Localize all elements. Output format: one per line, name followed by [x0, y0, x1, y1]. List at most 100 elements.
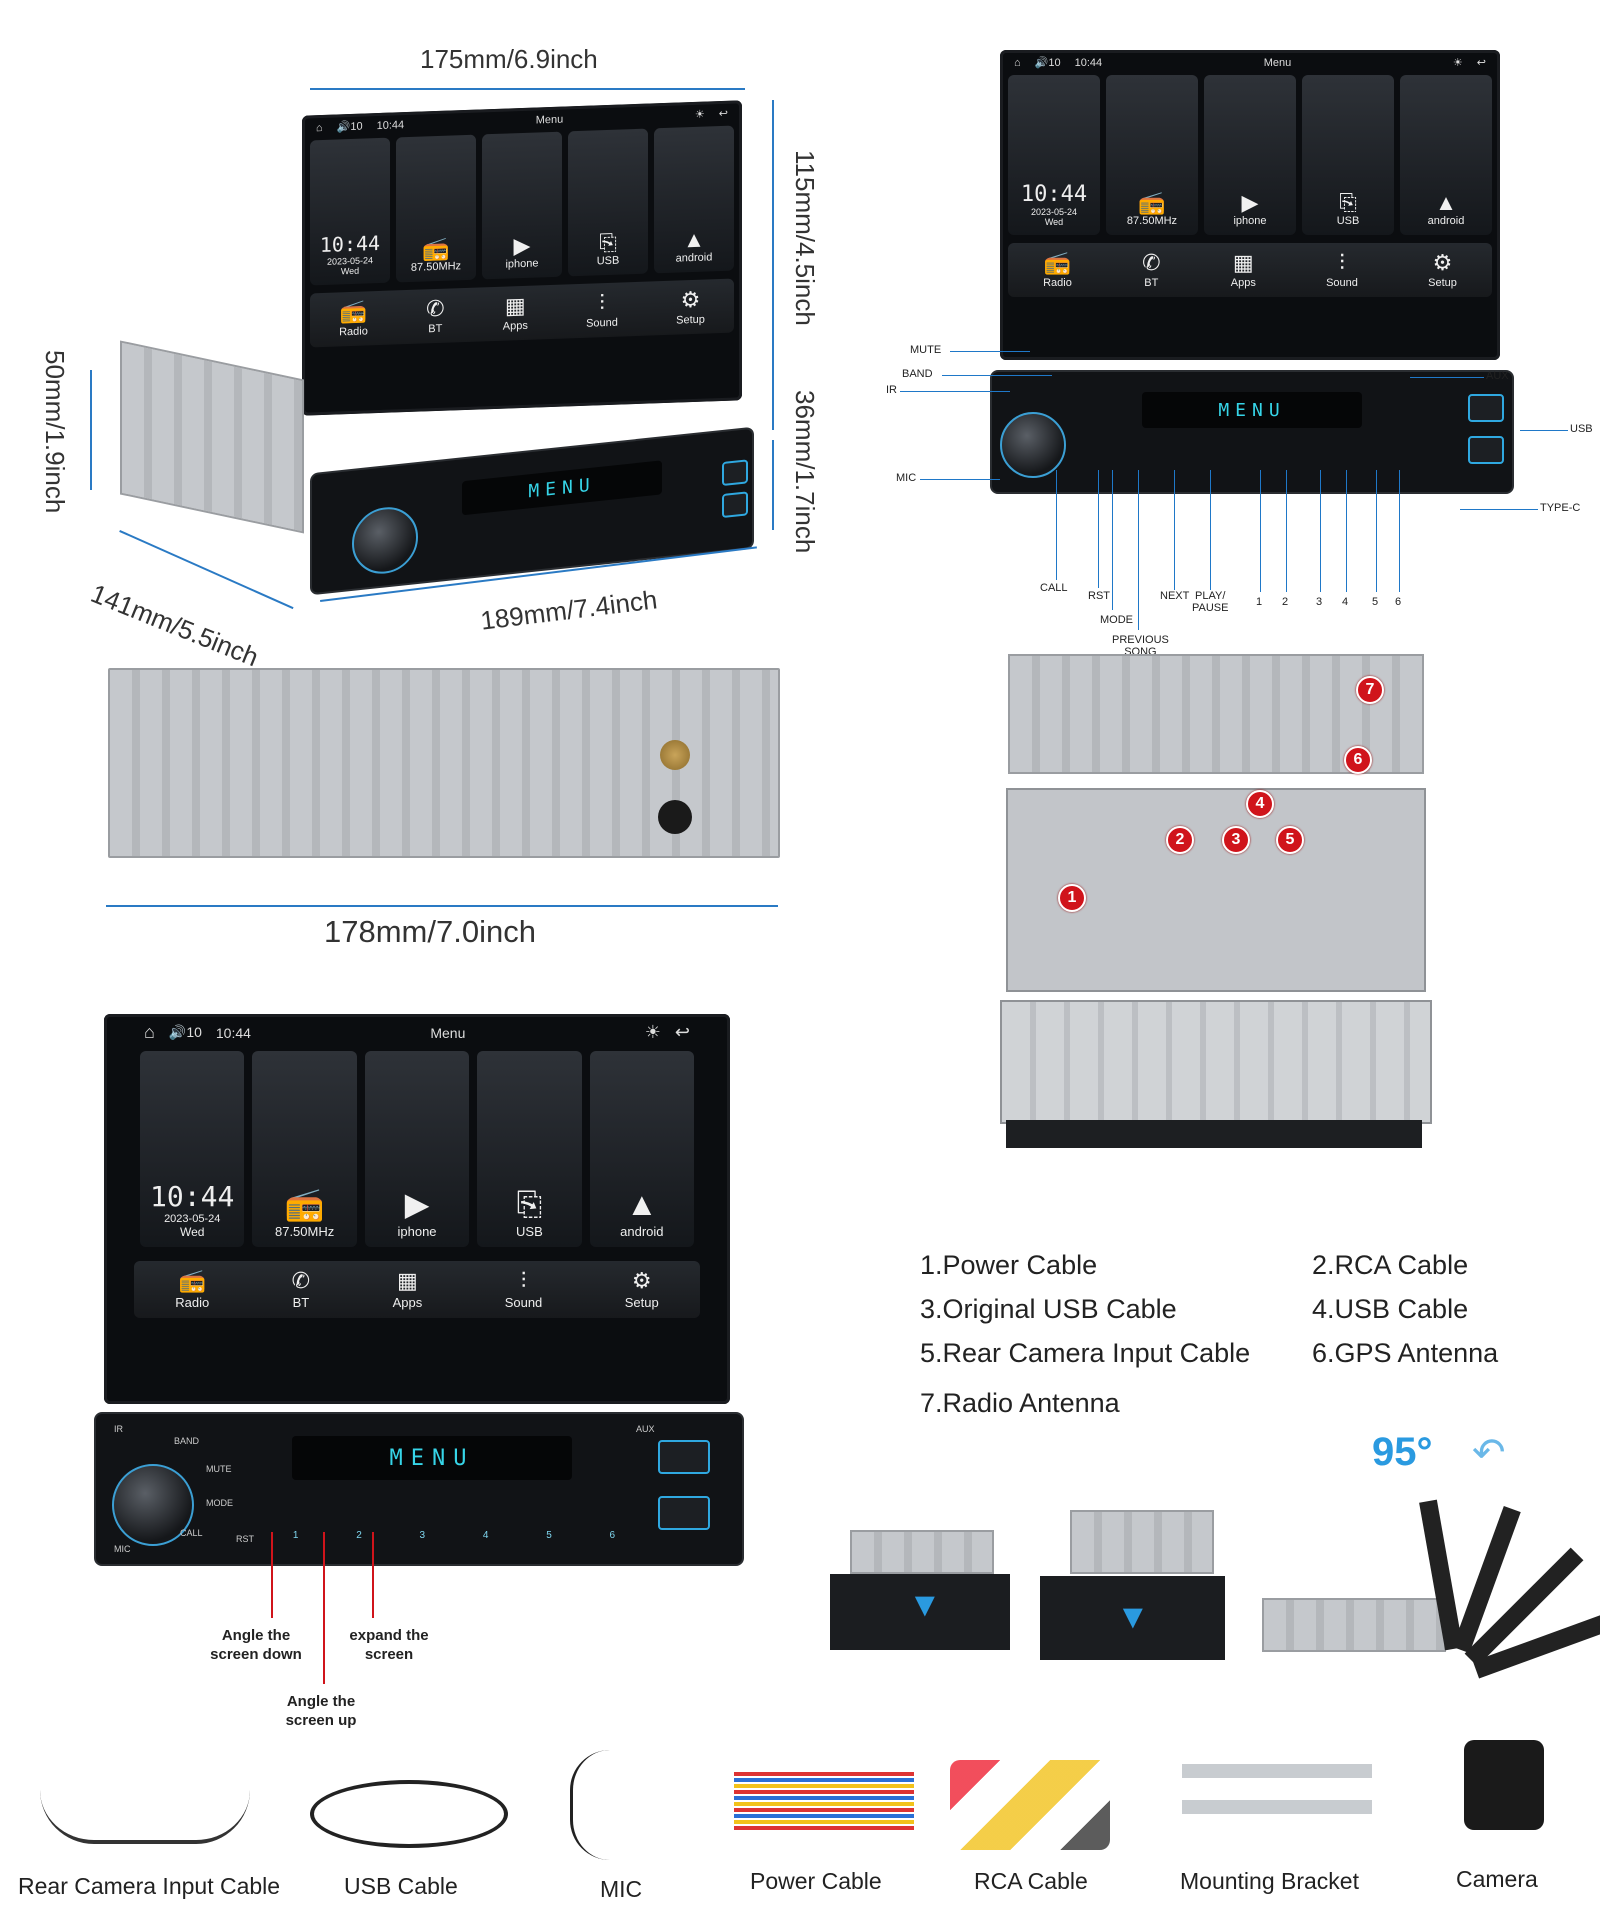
dimension-width-top: 175mm/6.9inch [420, 44, 598, 74]
legend-7: 7.Radio Antenna [920, 1388, 1120, 1418]
legend-6: 6.GPS Antenna [1312, 1338, 1499, 1368]
callout-view: ⌂ 🔊10 10:44 Menu ☀↩ 10:44 2023-05-24 Wed… [880, 50, 1600, 658]
legend-2: 2.RCA Cable [1312, 1250, 1469, 1280]
camera-cable-image [40, 1790, 250, 1844]
callout-number-5: 5 [1372, 596, 1379, 608]
radio-icon: 📻 [422, 235, 450, 262]
preset-5: 5 [546, 1530, 552, 1541]
power-cable-image [734, 1770, 914, 1830]
annot-angle-up: Angle the screen up [285, 1693, 357, 1729]
dimension-line-top [310, 88, 745, 90]
dock-bt: ✆BT [426, 295, 445, 336]
badge-3: 3 [1222, 826, 1250, 854]
dock: 📻Radio ✆BT ▦Apps ⫶Sound ⚙Setup [310, 278, 734, 348]
large-lcd: MENU [292, 1436, 572, 1480]
usb-icon: ⎘ [1339, 190, 1357, 215]
radio-icon: 📻 [1138, 190, 1166, 215]
preset-6: 6 [609, 1530, 616, 1541]
radio-icon: 📻 [1043, 250, 1072, 275]
callout-line-6 [1399, 470, 1400, 592]
apps-icon: ▦ [1232, 250, 1254, 275]
accessory-label-4: RCA Cable [974, 1868, 1088, 1894]
callout-next: NEXT [1160, 590, 1190, 602]
accessory-label-2: MIC [600, 1876, 643, 1902]
callout-line-4 [1346, 470, 1347, 592]
tile-clock: 10:44 2023-05-24 Wed [310, 137, 390, 286]
dock-sound: ⫶Sound [586, 290, 618, 330]
accessory-label-3: Power Cable [750, 1868, 882, 1894]
front-panel-small: MENU [310, 426, 754, 596]
rear-bottom-bar [1006, 1120, 1422, 1148]
callout-line-2 [1286, 470, 1287, 592]
navigation-icon: ▲ [1435, 190, 1457, 215]
mounting-bracket-image [1182, 1764, 1372, 1778]
equalizer-icon: ⫶ [1339, 250, 1345, 275]
callout-mic: MIC [896, 472, 917, 484]
callout-number-3: 3 [1316, 596, 1323, 608]
usb-icon: ⎘ [599, 229, 617, 256]
legend-1: 1.Power Cable [920, 1250, 1098, 1280]
badge-4: 4 [1246, 790, 1274, 818]
navigation-icon: ▲ [683, 226, 705, 253]
menu-text: Menu [535, 113, 564, 127]
tile-iphone: ▶iphone [482, 131, 562, 280]
dock-apps: ▦Apps [502, 292, 528, 333]
callout-line-1 [1260, 470, 1261, 592]
legend-3: 3.Original USB Cable [920, 1294, 1177, 1324]
dimension-view: 175mm/6.9inch ⌂ 🔊10 10:44 Menu ☀ ↩ 10:44… [20, 30, 820, 672]
down-arrow-icon: ▼ [1116, 1598, 1150, 1636]
callout-number-2: 2 [1282, 596, 1289, 608]
dimension-line-chassis [106, 905, 778, 907]
rear-bracket-view [1000, 1000, 1432, 1124]
callout-type-c: TYPE-C [1540, 502, 1581, 514]
preset-2: 2 [356, 1530, 362, 1541]
tile-usb: ⎘USB [477, 1051, 582, 1247]
home-icon: ⌂ [144, 1022, 155, 1042]
accessory-label-6: Camera [1456, 1866, 1538, 1892]
phone-icon: ✆ [1142, 250, 1161, 275]
preset-1: 1 [292, 1530, 299, 1541]
radio-icon: 📻 [284, 1186, 325, 1222]
upright-screen: ⌂ 🔊10 10:44 Menu ☀↩ 10:44 2023-05-24 Wed… [1000, 50, 1500, 360]
volume-icon: 🔊10 [336, 120, 363, 134]
accessory-images [0, 1740, 1600, 1870]
tilt-angle-view: 95° ↶ [1262, 1430, 1600, 1679]
tile-android: ▲android [589, 1051, 695, 1247]
back-icon: ↩ [1476, 57, 1487, 69]
badge-7: 7 [1356, 676, 1384, 704]
mic-image [570, 1750, 653, 1860]
callout-number-1: 1 [1256, 596, 1263, 608]
radio-icon: 📻 [339, 298, 368, 325]
tile-clock: 10:44 2023-05-24 Wed [1008, 75, 1100, 235]
home-icon: ⌂ [1014, 56, 1021, 69]
tile-android: ▲android [654, 125, 734, 274]
legend-5: 5.Rear Camera Input Cable [920, 1338, 1251, 1368]
radio-icon: 📻 [178, 1268, 206, 1293]
callout-line-3 [1320, 470, 1321, 592]
annot-angle-down: Angle the screen down [210, 1627, 302, 1663]
volume-icon: 🔊10 [1034, 57, 1061, 69]
clock-text: 10:44 [376, 118, 405, 132]
annot-expand: expand the screen [349, 1627, 429, 1663]
angle-label: 95° [1372, 1430, 1433, 1474]
callout-band: BAND [902, 368, 933, 380]
equalizer-icon: ⫶ [599, 290, 605, 316]
tile-iphone: ▶iphone [364, 1051, 470, 1247]
tile-usb: ⎘USB [568, 128, 648, 277]
callout-mode: MODE [1100, 614, 1133, 626]
tile-clock: 10:44 2023-05-24 Wed [140, 1051, 245, 1247]
install-step-1: ▼ [830, 1530, 1010, 1650]
badge-2: 2 [1166, 826, 1194, 854]
usb-cable-image [310, 1780, 508, 1848]
navigation-icon: ▲ [625, 1186, 658, 1222]
back-icon: ↩ [674, 1022, 691, 1042]
home-icon: ⌂ [316, 121, 323, 134]
install-step-2: ▼ [1040, 1510, 1225, 1660]
usb-icon: ⎘ [516, 1186, 543, 1222]
callout-aux: AUX [1486, 370, 1509, 382]
play-icon: ▶ [404, 1186, 430, 1222]
preset-4: 4 [482, 1530, 489, 1541]
play-icon: ▶ [1241, 190, 1259, 215]
callout-number-6: 6 [1395, 596, 1402, 608]
curved-arrow-icon: ↶ [1472, 1431, 1506, 1475]
